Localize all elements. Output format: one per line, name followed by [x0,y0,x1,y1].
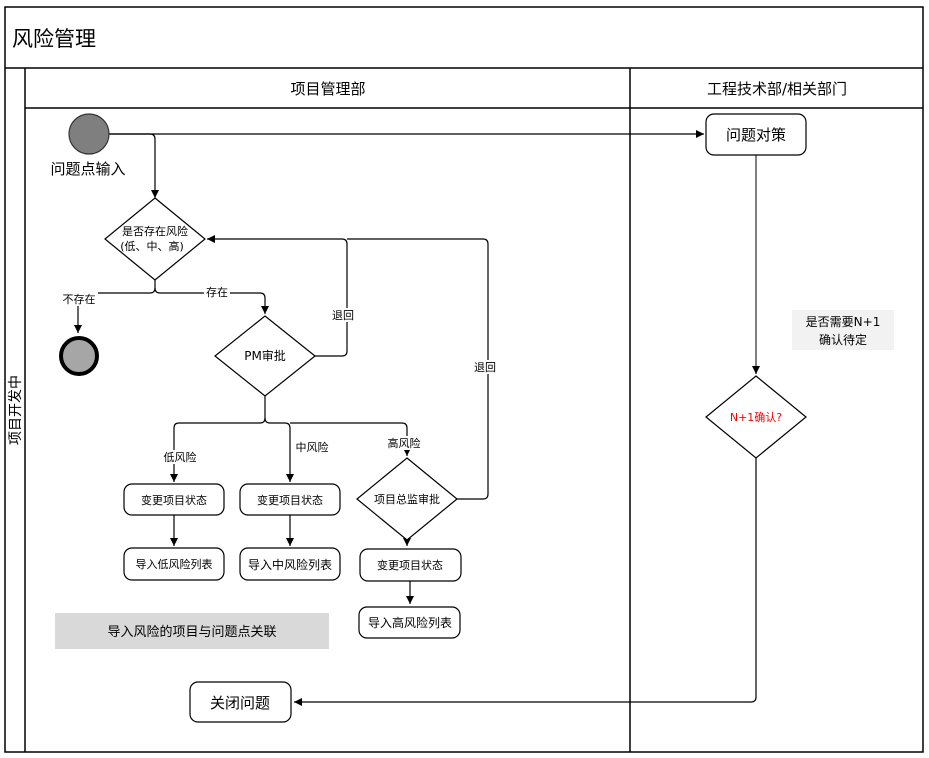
label-bg [60,292,98,306]
import-low-label: 导入低风险列表 [136,557,213,571]
pm-approval-label: PM审批 [244,348,286,363]
close-issue-node[interactable] [189,681,292,723]
edge-pm-high [290,422,411,456]
edge-label-exist: 存在 [206,285,228,299]
decision-risk-exists[interactable] [104,197,206,281]
import-mid-list[interactable] [239,547,341,581]
label-bg [385,436,423,450]
n1-note-line2: 确认待定 [819,332,867,347]
change-status-mid-label: 变更项目状态 [257,493,323,507]
label-bg [204,285,230,299]
decision-pm-approval[interactable] [214,315,316,397]
link-note [55,613,329,649]
edge-label-return-director: 退回 [474,361,496,374]
decision-director-approval[interactable] [356,457,458,541]
import-high-label: 导入高风险列表 [368,615,452,630]
edge-label-not-exist: 不存在 [63,292,96,306]
n1-confirm-label: N+1确认? [730,411,782,424]
label-bg [160,450,198,464]
label-bg [330,308,356,322]
close-issue-label: 关闭问题 [210,694,270,712]
decision-n1-confirm[interactable] [705,375,807,459]
label-bg [293,440,331,454]
edge-decision-exist [154,287,269,314]
change-status-low-label: 变更项目状态 [141,493,207,507]
change-status-high-label: 变更项目状态 [377,558,443,572]
decision-risk-line1: 是否存在风险 [122,224,188,238]
import-low-list[interactable] [123,547,225,581]
edge-pm-return [207,235,348,357]
pool-title: 风险管理 [12,27,96,51]
start-node[interactable] [68,113,110,155]
end-node[interactable] [59,336,99,376]
start-label: 问题点输入 [50,160,125,178]
n1-note [792,310,894,350]
import-high-list[interactable] [358,606,461,639]
lane-label: 项目开发中 [8,375,24,445]
decision-risk-line2: (低、中、高) [120,239,184,253]
edge-label-high: 高风险 [388,436,421,450]
edge-pm-mid [264,417,294,482]
change-status-low[interactable] [123,483,225,516]
column-header-pm: 项目管理部 [290,80,365,98]
import-mid-label: 导入中风险列表 [248,557,332,572]
countermeasure-node[interactable] [705,113,807,156]
column-header-engineering: 工程技术部/相关部门 [707,80,847,98]
edge-label-mid: 中风险 [296,440,329,454]
change-status-high[interactable] [359,548,462,582]
link-note-text: 导入风险的项目与问题点关联 [107,624,276,640]
edge-label-return-pm: 退回 [332,309,354,322]
edge-start-to-decision [108,133,159,198]
change-status-mid[interactable] [239,483,341,516]
edge-n1-close [294,458,757,706]
countermeasure-label: 问题对策 [726,126,786,144]
edge-label-low: 低风险 [164,450,197,464]
director-approval-label: 项目总监审批 [374,492,440,506]
n1-note-line1: 是否需要N+1 [806,315,881,329]
label-bg [472,360,498,374]
